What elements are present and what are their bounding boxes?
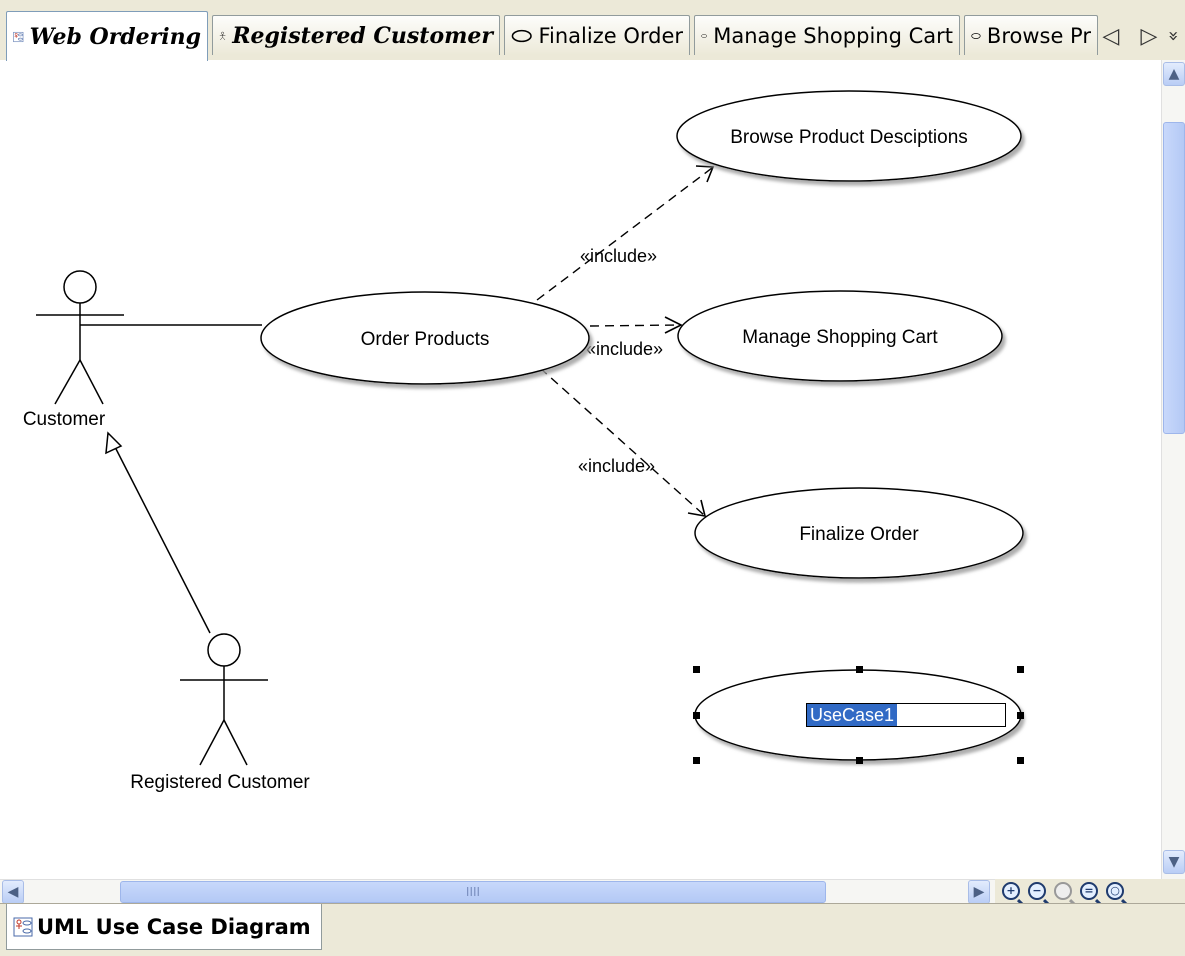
tab-label: Manage Shopping Cart	[713, 23, 953, 48]
use-case-diagram-icon	[13, 917, 33, 936]
zoom-100-button[interactable]	[1051, 880, 1075, 902]
chevron-double-down-icon: »	[1163, 30, 1185, 42]
resize-handle[interactable]	[856, 757, 863, 764]
tab-scroll-left-button[interactable]: ◁	[1100, 22, 1122, 50]
use-case-name-input[interactable]: UseCase1	[806, 703, 1006, 727]
zoom-to-selection-button[interactable]: ○	[1103, 880, 1127, 902]
tab-label: Finalize Order	[538, 23, 683, 48]
diagram-canvas[interactable]: «include» «include» «include» Order Prod…	[0, 60, 1161, 879]
triangle-left-icon: ◁	[1102, 23, 1120, 49]
scroll-up-button[interactable]: ▲	[1163, 62, 1185, 86]
zoom-in-button[interactable]: +	[999, 880, 1023, 902]
zoom-toolbar: + − = ○	[995, 879, 1185, 903]
actor-registered-customer[interactable]: Registered Customer	[130, 633, 310, 793]
tab-label: Web Ordering	[29, 23, 201, 50]
zoom-fit-button[interactable]: =	[1077, 880, 1101, 902]
include-dependency-browse[interactable]	[536, 165, 715, 301]
use-case-order-products[interactable]: Order Products	[260, 291, 590, 385]
use-case-label: Manage Shopping Cart	[742, 327, 938, 348]
include-label: «include»	[586, 339, 663, 359]
use-case-browse-product-descriptions[interactable]: Browse Product Desciptions	[676, 90, 1022, 182]
bottom-tab-strip: UML Use Case Diagram	[0, 903, 1185, 956]
zoom-out-icon: −	[1028, 882, 1046, 900]
actor-customer[interactable]: Customer	[23, 270, 124, 430]
tab-web-ordering[interactable]: Web Ordering	[6, 11, 208, 61]
vertical-scrollbar[interactable]: ▲ ▼	[1161, 60, 1185, 879]
use-case-diagram: «include» «include» «include» Order Prod…	[23, 90, 1024, 793]
use-case-icon	[701, 33, 708, 38]
tab-overflow-button[interactable]: »	[1160, 26, 1185, 46]
chevron-left-icon: ◀	[7, 884, 19, 900]
resize-handle[interactable]	[693, 712, 700, 719]
resize-handle[interactable]	[856, 666, 863, 673]
include-dependency-finalize[interactable]	[539, 367, 707, 518]
grip-icon: IIII	[465, 885, 481, 899]
actor-icon	[219, 31, 226, 40]
actor-label: Registered Customer	[130, 772, 310, 793]
tab-uml-use-case-diagram[interactable]: UML Use Case Diagram	[6, 904, 322, 950]
scroll-left-button[interactable]: ◀	[2, 880, 24, 904]
zoom-in-icon: +	[1002, 882, 1020, 900]
use-case-diagram-icon	[13, 31, 24, 42]
use-case-label: Order Products	[361, 329, 490, 350]
scroll-right-button[interactable]: ▶	[968, 880, 990, 904]
use-case-icon	[511, 29, 532, 42]
zoom-to-selection-icon: ○	[1106, 882, 1124, 900]
zoom-out-button[interactable]: −	[1025, 880, 1049, 902]
use-case-manage-shopping-cart[interactable]: Manage Shopping Cart	[677, 290, 1003, 382]
tab-registered-customer[interactable]: Registered Customer	[212, 15, 500, 55]
actor-label: Customer	[23, 409, 106, 430]
tab-label: Browse Pr	[986, 23, 1091, 48]
triangle-right-icon: ▷	[1140, 23, 1158, 49]
use-case-label: Browse Product Desciptions	[730, 127, 968, 148]
resize-handle[interactable]	[693, 666, 700, 673]
selected-text: UseCase1	[807, 704, 898, 726]
tab-browse-product-descriptions[interactable]: Browse Pr	[964, 15, 1098, 55]
tab-label: Registered Customer	[232, 22, 493, 49]
resize-handle[interactable]	[1017, 666, 1024, 673]
resize-handle[interactable]	[1017, 712, 1024, 719]
tab-manage-shopping-cart[interactable]: Manage Shopping Cart	[694, 15, 960, 55]
scroll-down-button[interactable]: ▼	[1163, 850, 1185, 874]
include-dependency-cart[interactable]	[589, 316, 683, 334]
vertical-scroll-thumb[interactable]	[1163, 122, 1185, 434]
tab-finalize-order[interactable]: Finalize Order	[504, 15, 690, 55]
resize-handle[interactable]	[1017, 757, 1024, 764]
use-case-label: Finalize Order	[799, 524, 919, 545]
zoom-100-icon	[1054, 882, 1072, 900]
chevron-down-icon: ▼	[1168, 854, 1180, 870]
tab-label: UML Use Case Diagram	[37, 914, 311, 939]
use-case-finalize-order[interactable]: Finalize Order	[694, 487, 1024, 579]
use-case-icon	[971, 32, 981, 39]
tab-scroll-right-button[interactable]: ▷	[1138, 22, 1160, 50]
horizontal-scroll-thumb[interactable]: IIII	[120, 881, 826, 903]
diagram-tab-strip: Web Ordering Registered Customer Finaliz…	[0, 0, 1185, 61]
zoom-fit-icon: =	[1080, 882, 1098, 900]
chevron-right-icon: ▶	[973, 884, 985, 900]
include-label: «include»	[580, 246, 657, 266]
resize-handle[interactable]	[693, 757, 700, 764]
generalization-arrow[interactable]	[105, 431, 211, 634]
chevron-up-icon: ▲	[1168, 66, 1180, 82]
include-label: «include»	[578, 456, 655, 476]
horizontal-scrollbar[interactable]: ◀ IIII ▶	[0, 879, 995, 904]
